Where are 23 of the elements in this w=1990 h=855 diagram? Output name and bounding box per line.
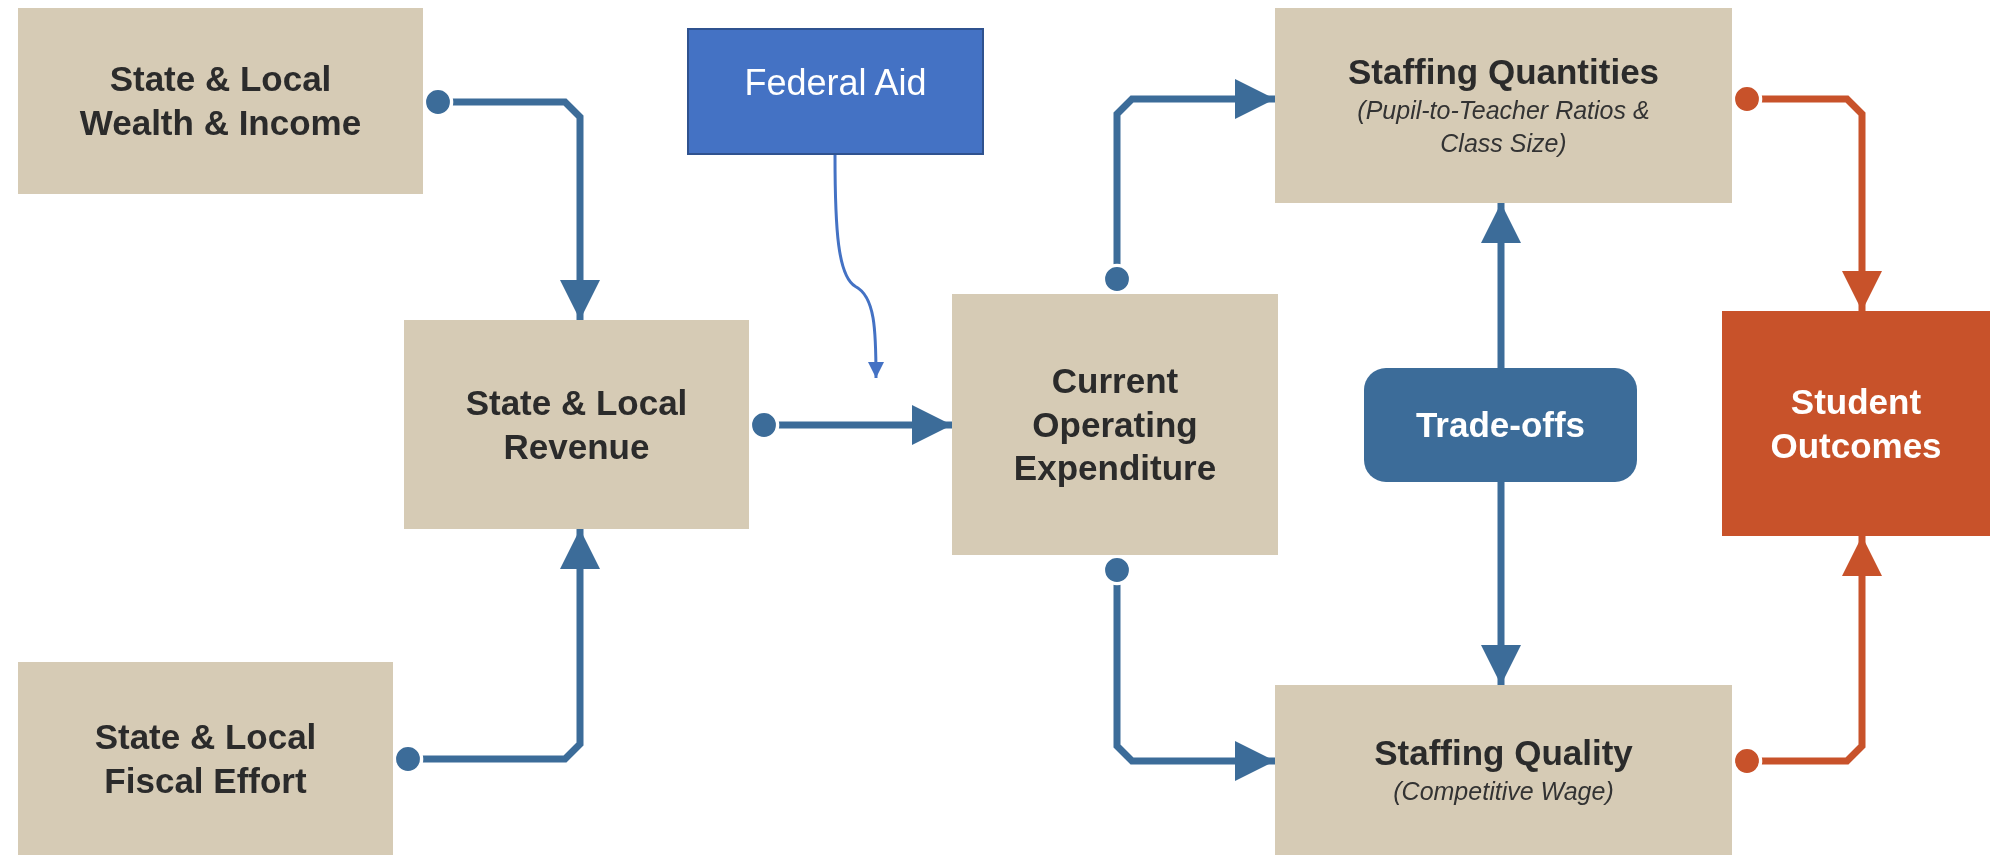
arrow <box>833 155 884 378</box>
process-box <box>18 8 423 194</box>
box-subtitle: (Pupil-to-Teacher Ratios & Class Size) <box>1356 94 1651 160</box>
outcome-box <box>1722 311 1990 536</box>
process-box <box>1275 685 1732 855</box>
box-title: Trade-offs <box>1415 404 1586 447</box>
process-box <box>18 662 393 855</box>
process-box <box>1275 8 1732 203</box>
box-title: State & Local Revenue <box>464 381 689 468</box>
arrow <box>1481 203 1521 368</box>
box-title: State & Local Wealth & Income <box>78 58 363 144</box>
box-title: Student Outcomes <box>1769 380 1943 467</box>
box-title: Federal Aid <box>744 61 927 105</box>
trade-off-box <box>1364 368 1637 482</box>
input-box <box>687 28 984 155</box>
box-title: Staffing Quality <box>1374 732 1633 775</box>
process-box <box>404 320 749 529</box>
process-box <box>952 294 1278 555</box>
box-subtitle: (Competitive Wage) <box>1393 776 1614 807</box>
box-title: Staffing Quantities <box>1347 50 1660 93</box>
arrow <box>1481 482 1521 685</box>
box-title: State & Local Fiscal Effort <box>93 715 318 802</box>
box-title: Current Operating Expenditure <box>1012 359 1218 490</box>
